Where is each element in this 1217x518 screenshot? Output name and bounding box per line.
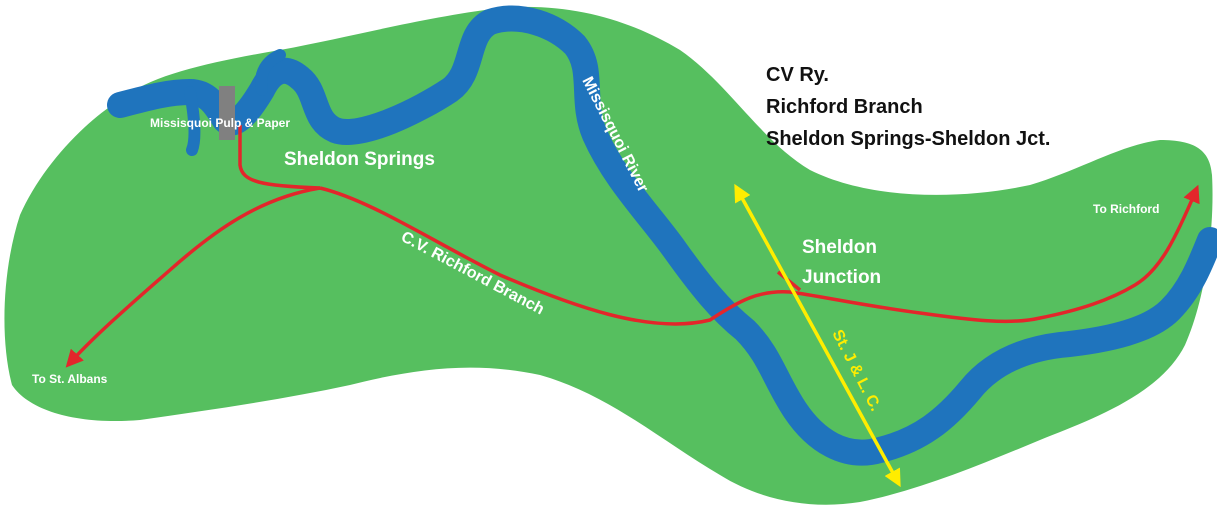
stj-lc-line — [734, 183, 901, 488]
land-area — [4, 6, 1213, 505]
mill-label: Missisquoi Pulp & Paper — [150, 116, 290, 130]
map-title-line3: Sheldon Springs-Sheldon Jct. — [766, 128, 1050, 150]
cv-line-to-st-albans — [65, 186, 321, 368]
to-st-albans-label: To St. Albans — [32, 372, 108, 386]
cv-spur-to-mill — [238, 125, 321, 190]
sheldon-junction-label-line2: Junction — [802, 267, 881, 288]
to-richford-label: To Richford — [1093, 202, 1159, 216]
mill-building — [219, 86, 235, 140]
map-title-line1: CV Ry. — [766, 64, 829, 86]
sheldon-junction-label-line1: Sheldon — [802, 237, 877, 258]
missisquoi-river — [107, 5, 1217, 466]
sheldon-springs-label: Sheldon Springs — [284, 149, 435, 170]
map-title-line2: Richford Branch — [766, 96, 923, 118]
